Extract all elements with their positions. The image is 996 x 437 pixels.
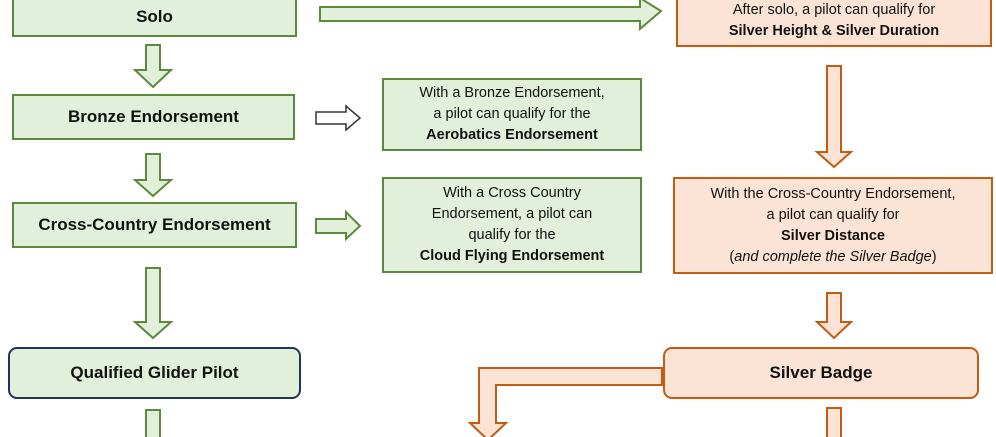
arrow-bronze-to-crosscountry (132, 153, 174, 198)
node-aerobatics-info: With a Bronze Endorsement, a pilot can q… (382, 78, 642, 151)
silver-distance-open-paren: ( (729, 248, 735, 265)
node-silver-distance: With the Cross-Country Endorsement, a pi… (673, 177, 993, 274)
arrow-badge-elbow-down (467, 367, 663, 437)
node-cross-country-endorsement: Cross-Country Endorsement (12, 202, 297, 248)
silver-height-line-2: Silver Height & Silver Duration (728, 22, 940, 39)
silver-height-line-1: After solo, a pilot can qualify for (732, 1, 936, 18)
node-silver-height-duration: After solo, a pilot can qualify for Silv… (676, 0, 992, 47)
silver-distance-line-4: (and complete the Silver Badge) (729, 247, 936, 268)
node-qualified-label: Qualified Glider Pilot (70, 363, 239, 382)
node-bronze-label: Bronze Endorsement (68, 107, 239, 126)
cloud-line-1: With a Cross Country (443, 185, 581, 201)
node-bronze-endorsement: Bronze Endorsement (12, 94, 295, 140)
arrow-silverdistance-to-badge (814, 292, 854, 340)
arrow-qualified-down (145, 409, 161, 437)
node-silver-badge: Silver Badge (663, 347, 979, 399)
node-solo: Solo (12, 0, 297, 37)
arrow-badge-down (826, 407, 842, 437)
aerobatics-line-2: a pilot can qualify for the (433, 106, 591, 122)
node-cloud-flying-info: With a Cross Country Endorsement, a pilo… (382, 177, 642, 273)
aerobatics-line-1: With a Bronze Endorsement, (419, 85, 605, 101)
arrow-solo-to-silver-height (319, 0, 663, 32)
silver-distance-line-1: With the Cross-Country Endorsement, (710, 185, 956, 202)
node-solo-label: Solo (136, 7, 173, 26)
silver-distance-italic: and complete the Silver Badge (734, 248, 932, 265)
node-cross-country-label: Cross-Country Endorsement (38, 215, 271, 234)
cloud-line-2: Endorsement, a pilot can (431, 206, 593, 222)
cloud-line-3: qualify for the (468, 227, 556, 243)
arrow-crosscountry-to-qualified (132, 267, 174, 340)
silver-distance-line-3: Silver Distance (781, 227, 885, 244)
silver-distance-close-paren: ) (931, 248, 937, 265)
cloud-line-4: Cloud Flying Endorsement (419, 248, 605, 264)
arrow-bronze-to-aerobatics (315, 104, 362, 132)
silver-distance-line-2: a pilot can qualify for (766, 206, 900, 223)
arrow-crosscountry-to-cloud (315, 209, 362, 242)
arrow-solo-to-bronze (132, 44, 174, 89)
node-qualified-glider-pilot: Qualified Glider Pilot (8, 347, 301, 399)
node-silver-badge-label: Silver Badge (769, 363, 873, 382)
aerobatics-line-3: Aerobatics Endorsement (426, 127, 598, 143)
arrow-silverheight-to-silverdistance (814, 65, 854, 169)
